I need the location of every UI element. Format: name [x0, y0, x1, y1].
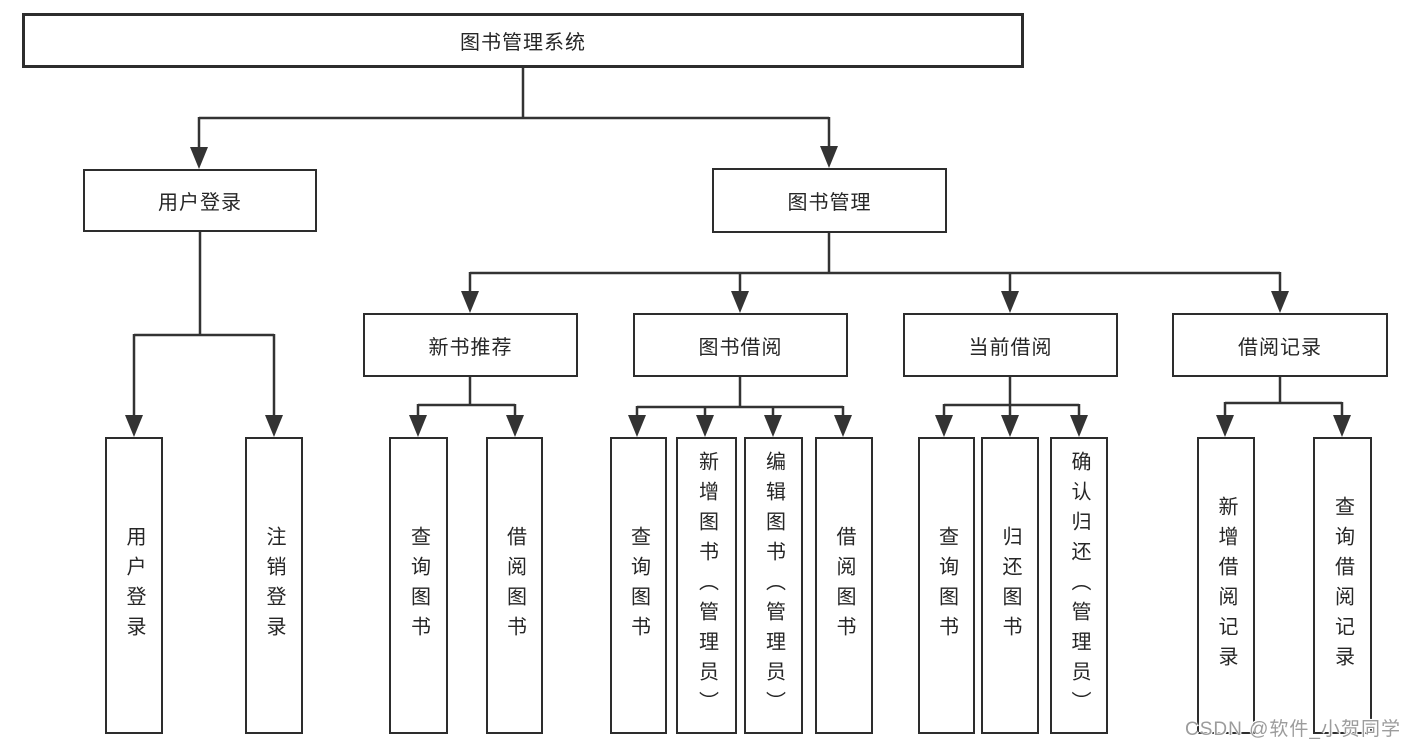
leaf-records-query-record: 查询借阅记录: [1313, 437, 1372, 734]
node-book-management: 图书管理: [712, 168, 947, 233]
leaf-borrow-edit-books-admin: 编辑图书（管理员）: [744, 437, 803, 734]
node-borrow-records: 借阅记录: [1172, 313, 1388, 377]
leaf-user-login: 用户登录: [105, 437, 163, 734]
leaf-borrow-borrow-books: 借阅图书: [815, 437, 873, 734]
leaf-records-add-record: 新增借阅记录: [1197, 437, 1255, 734]
connector-user-login-children: [132, 232, 276, 421]
leaf-current-confirm-return-admin: 确认归还（管理员）: [1050, 437, 1108, 734]
leaf-current-query-books: 查询图书: [918, 437, 975, 734]
leaf-borrow-add-books-admin: 新增图书（管理员）: [676, 437, 737, 734]
node-current-borrow: 当前借阅: [903, 313, 1118, 377]
connector-book-mgmt-to-level3: [468, 233, 1282, 297]
node-book-management-system: 图书管理系统: [22, 13, 1024, 68]
connector-new-book-children: [416, 377, 517, 421]
leaf-logout: 注销登录: [245, 437, 303, 734]
node-user-login: 用户登录: [83, 169, 317, 232]
leaf-current-return-books: 归还图书: [981, 437, 1039, 734]
connector-book-borrow-children: [635, 377, 845, 421]
connector-borrow-records-children: [1223, 377, 1344, 421]
connector-root-to-level2: [197, 68, 831, 151]
leaf-newbook-query-books: 查询图书: [389, 437, 448, 734]
node-book-borrow: 图书借阅: [633, 313, 848, 377]
arrow-down-icons: [125, 146, 1351, 437]
node-new-book-recommend: 新书推荐: [363, 313, 578, 377]
leaf-borrow-query-books: 查询图书: [610, 437, 667, 734]
connector-current-borrow-children: [942, 377, 1081, 421]
watermark-text: CSDN @软件_小贺同学: [1185, 719, 1401, 740]
leaf-newbook-borrow-books: 借阅图书: [486, 437, 543, 734]
